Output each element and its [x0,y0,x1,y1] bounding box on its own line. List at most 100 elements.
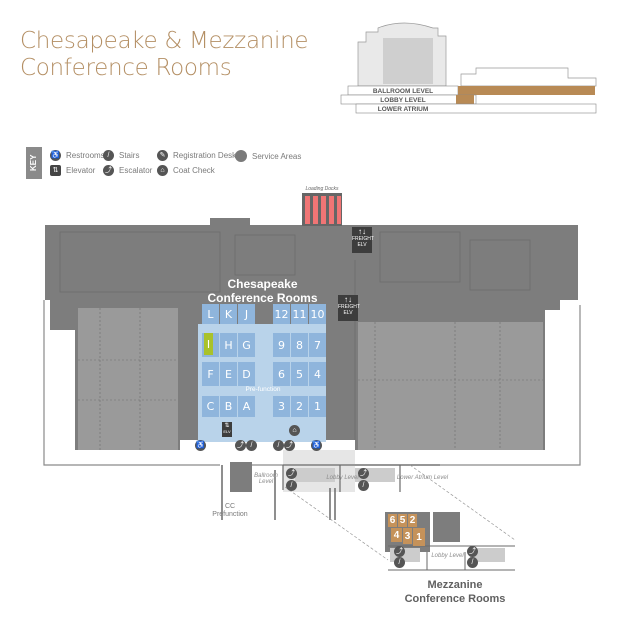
coat-check-icon: ⌂ [289,425,300,436]
room-K[interactable]: K [220,304,237,324]
coat-check-icon: ⌂ [157,165,168,176]
elevator-icon: ⇅ [50,165,61,176]
escalator-icon: ⤴ [286,468,297,479]
room-5[interactable]: 5 [291,362,308,386]
mezzanine-room-2[interactable]: 2 [408,514,417,527]
stairs-icon: / [273,440,284,451]
elevation-level-label: BALLROOM LEVEL [373,88,433,95]
room-11[interactable]: 11 [291,304,308,324]
key-label: Registration Desks [173,151,241,160]
mezzanine-room-5[interactable]: 5 [398,514,407,527]
escalator-icon: ⤴ [235,440,246,451]
escalator-icon: ⤴ [284,440,295,451]
mezzanine-title-line: Mezzanine [427,579,483,591]
room-D[interactable]: D [238,362,255,386]
room-1[interactable]: 1 [309,396,326,417]
key-label: Elevator [66,166,96,175]
key-registration: ✎ Registration Desks [157,150,240,161]
key-label: Escalator [119,166,153,175]
room-12[interactable]: 12 [273,304,290,324]
level-label-line: Level [258,479,274,485]
escalator-icon: ⤴ [394,546,405,557]
room-8[interactable]: 8 [291,333,308,357]
room-C[interactable]: C [202,396,219,417]
level-label-line: Ballroom [254,473,278,479]
stairs-icon: / [103,150,114,161]
key-stairs: /Stairs [103,150,139,161]
room-E[interactable]: E [220,362,237,386]
key-escalator: ⤴ Escalator [103,165,152,176]
service-area-icon [235,150,247,162]
loading-docks-label: Loading Docks [305,186,339,192]
freight-label: FREIGHT [338,304,360,310]
restroom-icon: ♿ [311,440,322,451]
mezzanine-lobby-label: Lobby Level [431,553,464,559]
elevation-level-label: LOWER ATRIUM [378,106,429,113]
room-H[interactable]: H [220,333,237,357]
title-line-1: Chesapeake & Mezzanine [20,28,309,54]
elevator-label: ELV [223,429,231,434]
room-10[interactable]: 10 [309,304,326,324]
building-elevation: BALLROOM LEVEL LOBBY LEVEL LOWER ATRIUM [340,22,597,114]
mezzanine-title: Mezzanine Conference Rooms [395,578,515,606]
key-label: Service Areas [252,151,302,161]
room-J[interactable]: J [238,304,255,324]
freight-label: ELV [357,242,367,248]
stairs-icon: / [358,480,369,491]
room-9[interactable]: 9 [273,333,290,357]
key-elevator: ⇅ Elevator [50,165,95,176]
mezzanine-room-4[interactable]: 4 [391,528,402,542]
elevation-level-label: LOBBY LEVEL [380,97,425,104]
lower-atrium-band [355,103,597,114]
key-label: Restrooms [66,151,105,160]
room-I[interactable]: I [204,333,213,355]
room-4[interactable]: 4 [309,362,326,386]
room-G[interactable]: G [238,333,255,357]
stairs-icon: / [246,440,257,451]
key-coat-check: ⌂ Coat Check [157,165,215,176]
lower-atrium-level-label: Lower Atrium Level [396,475,449,481]
page-title: Chesapeake & Mezzanine Conference Rooms [20,28,309,82]
freight-label: ELV [343,310,353,316]
room-3[interactable]: 3 [273,396,290,417]
escalator-icon: ⤴ [103,165,114,176]
chesapeake-label-line: Chesapeake [227,277,298,291]
west-ballroom [78,308,178,450]
elevator-icon: ⇅ELV [222,422,232,437]
mezzanine-room-1[interactable]: 1 [413,528,425,546]
room-B[interactable]: B [220,396,237,417]
mezzanine-title-line: Conference Rooms [404,593,506,605]
restroom-icon: ♿ [50,150,61,161]
freight-label: FREIGHT [352,236,374,242]
freight-arrows-icon: ↑↓ [344,295,352,304]
mezzanine-room-3[interactable]: 3 [403,528,412,544]
restroom-icon: ♿ [195,440,206,451]
mezzanine-room-6[interactable]: 6 [388,514,397,527]
cc-prefunction-line: Prefunction [212,511,248,518]
lobby-level-label: Lobby Level [326,475,359,481]
room-2[interactable]: 2 [291,396,308,417]
title-line-2: Conference Rooms [20,55,232,81]
cc-prefunction-label: CC Prefunction [205,503,255,519]
chesapeake-label: Chesapeake Conference Rooms [200,277,325,305]
registration-desk-icon: ✎ [157,150,168,161]
room-6[interactable]: 6 [273,362,290,386]
room-7[interactable]: 7 [309,333,326,357]
room-A[interactable]: A [238,396,255,417]
stairs-icon: / [286,480,297,491]
key-label: Coat Check [173,166,215,175]
east-ballroom [358,322,543,450]
cc-prefunction-area [230,462,252,492]
key-service-areas: Service Areas [235,150,301,162]
stairs-icon: / [467,557,478,568]
cc-prefunction-line: CC [224,503,236,510]
room-F[interactable]: F [202,362,219,386]
freight-arrows-icon: ↑↓ [358,227,366,236]
key-restrooms: ♿ Restrooms [50,150,105,161]
stairs-icon: / [394,557,405,568]
room-L[interactable]: L [202,304,219,324]
